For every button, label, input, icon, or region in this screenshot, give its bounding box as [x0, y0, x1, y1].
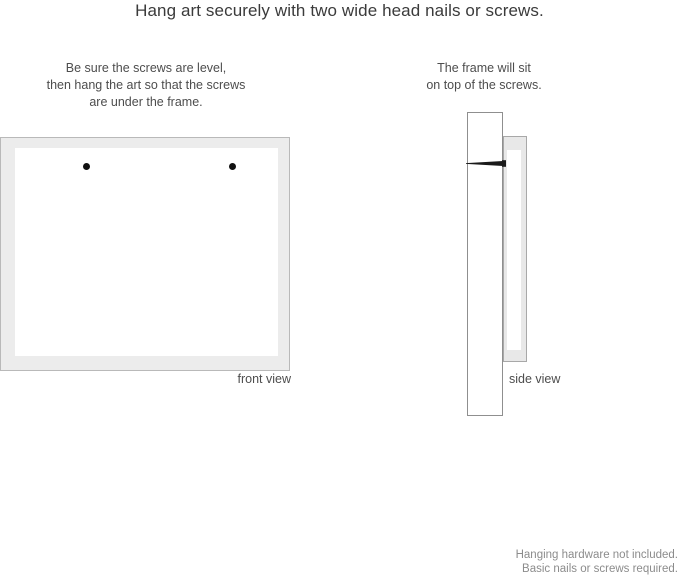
nail-icon — [466, 159, 509, 168]
footer-disclaimer: Hanging hardware not included. Basic nai… — [278, 548, 678, 576]
footer-line-1: Hanging hardware not included. — [515, 549, 678, 561]
left-screw-icon — [83, 163, 90, 170]
page-title: Hang art securely with two wide head nai… — [135, 1, 544, 20]
front-view-label: front view — [237, 372, 292, 386]
front-view-caption-line-1: Be sure the screws are level, — [65, 61, 227, 75]
side-view-illustration — [460, 105, 570, 425]
wall-cross-section — [467, 112, 503, 416]
picture-frame-mat — [15, 148, 278, 356]
front-view-illustration — [0, 137, 290, 371]
front-view-caption-line-2: then hang the art so that the screws — [46, 78, 246, 92]
footer-line-2: Basic nails or screws required. — [522, 563, 678, 575]
side-view-label: side view — [509, 372, 561, 386]
front-view-caption: Be sure the screws are level, then hang … — [0, 60, 292, 111]
right-screw-icon — [229, 163, 236, 170]
side-view-caption-line-2: on top of the screws. — [426, 78, 542, 92]
front-view-caption-line-3: are under the frame. — [89, 95, 203, 109]
frame-cross-section-inner — [507, 150, 521, 350]
side-view-caption: The frame will sit on top of the screws. — [392, 60, 576, 94]
side-view-caption-line-1: The frame will sit — [437, 61, 531, 75]
